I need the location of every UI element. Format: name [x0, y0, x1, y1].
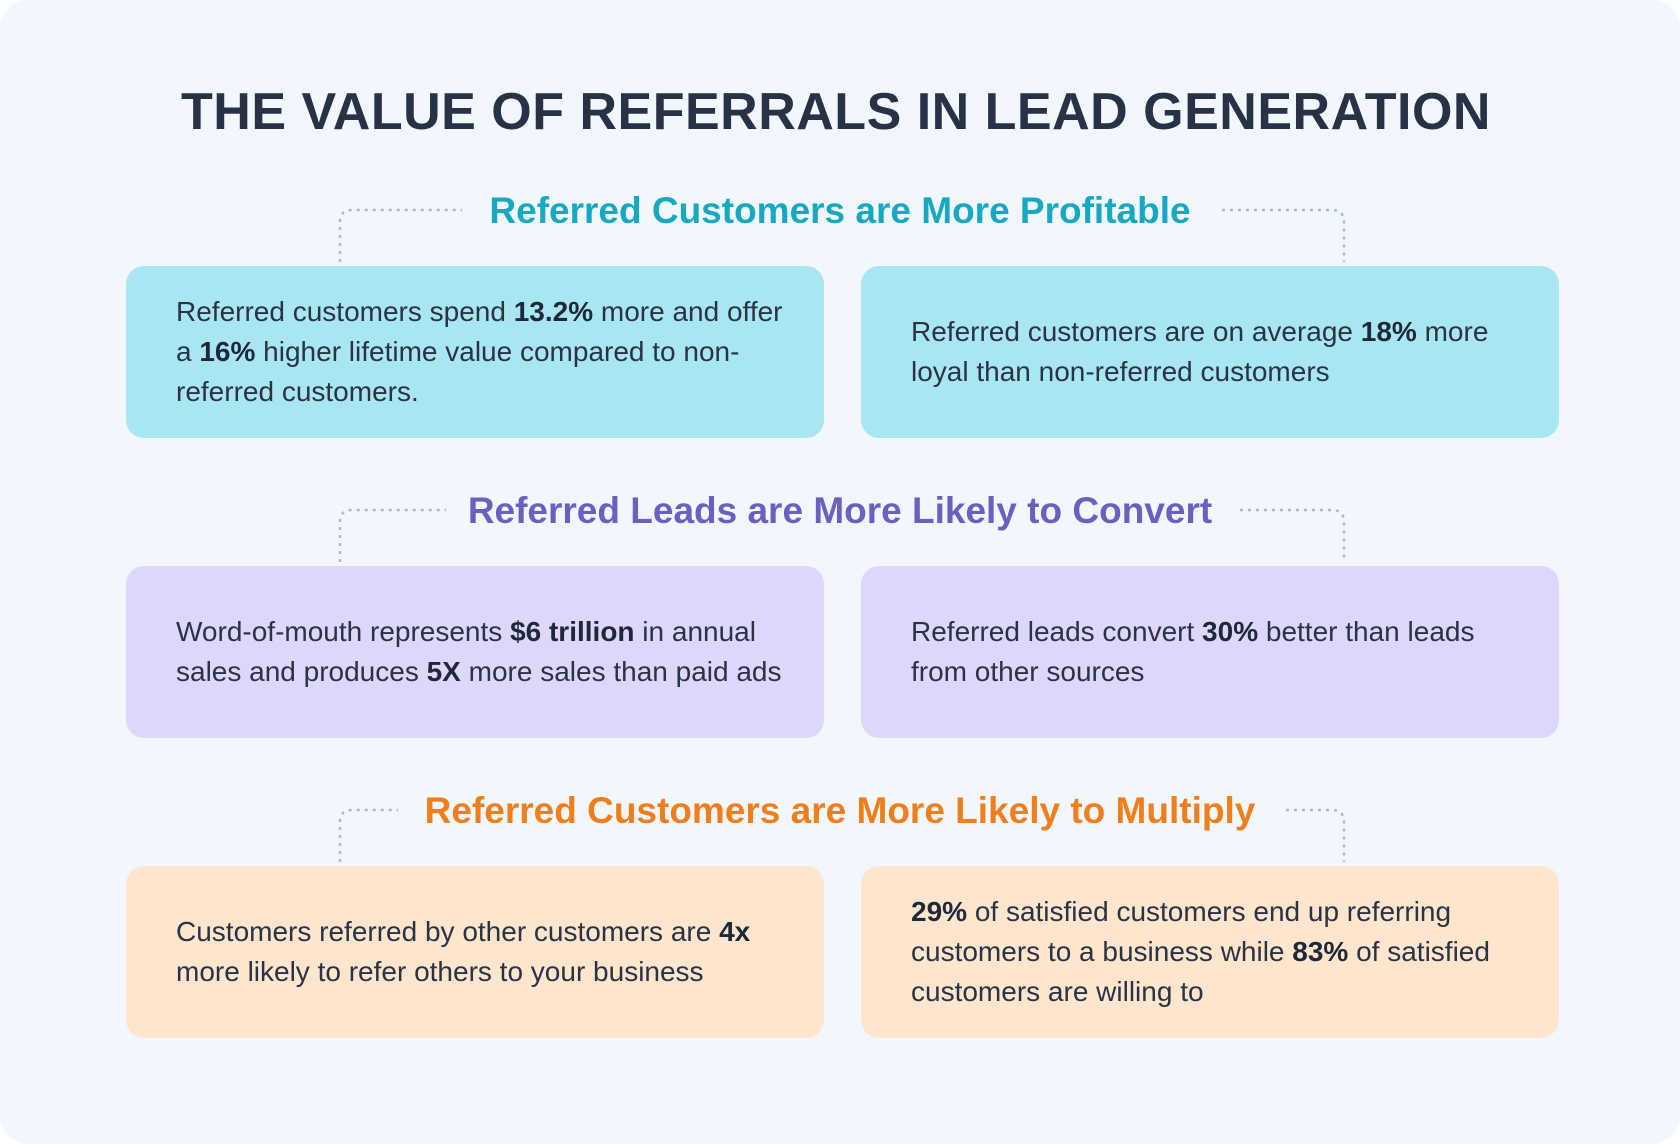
section-heading: Referred Customers are More Profitable	[489, 190, 1191, 231]
highlight-value: 16%	[199, 336, 256, 367]
highlight-value: 5X	[426, 656, 461, 687]
heading-bracket-lines	[338, 508, 1346, 562]
section-multiply: Referred Customers are More Likely to Mu…	[0, 786, 1680, 1106]
section-heading: Referred Customers are More Likely to Mu…	[424, 790, 1256, 831]
highlight-value: $6 trillion	[510, 616, 635, 647]
heading-bracket-lines	[338, 208, 1346, 262]
stat-text: Word-of-mouth represents $6 trillion in …	[176, 616, 782, 687]
stat-box: 29% of satisfied customers end up referr…	[861, 866, 1559, 1038]
stat-box: Word-of-mouth represents $6 trillion in …	[126, 566, 824, 738]
section-heading: Referred Leads are More Likely to Conver…	[467, 490, 1213, 531]
highlight-value: 83%	[1292, 936, 1349, 967]
stat-text: Referred customers spend 13.2% more and …	[176, 296, 783, 407]
page-title: THE VALUE OF REFERRALS IN LEAD GENERATIO…	[181, 83, 1491, 141]
stat-box: Referred customers spend 13.2% more and …	[126, 266, 824, 438]
highlight-value: 18%	[1360, 316, 1417, 347]
stat-box: Referred customers are on average 18% mo…	[861, 266, 1559, 438]
stat-text: Referred leads convert 30% better than l…	[911, 616, 1475, 687]
highlight-value: 13.2%	[513, 296, 594, 327]
stat-box: Customers referred by other customers ar…	[126, 866, 824, 1038]
stat-text: 29% of satisfied customers end up referr…	[911, 896, 1490, 1007]
stat-text: Referred customers are on average 18% mo…	[911, 316, 1489, 387]
stat-box: Referred leads convert 30% better than l…	[861, 566, 1559, 738]
highlight-value: 30%	[1202, 616, 1259, 647]
highlight-value: 4x	[719, 916, 751, 947]
stat-text: Customers referred by other customers ar…	[176, 916, 751, 987]
heading-bracket-lines	[338, 808, 1346, 862]
section-convert: Referred Leads are More Likely to Conver…	[0, 486, 1680, 806]
section-profitable: Referred Customers are More Profitable R…	[0, 186, 1680, 506]
highlight-value: 29%	[911, 896, 968, 927]
